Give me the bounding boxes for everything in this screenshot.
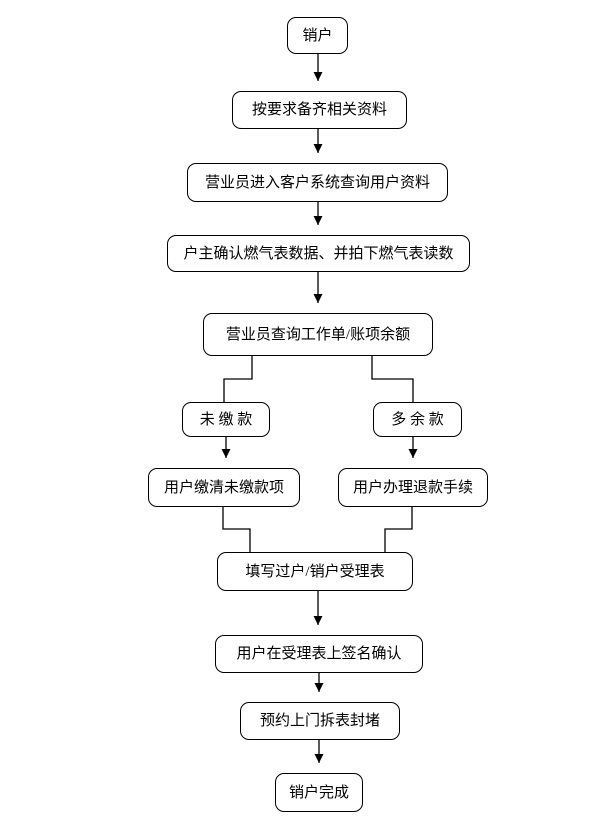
edge-branch-unpaid [223, 356, 253, 402]
edge-merge-left [222, 507, 251, 552]
flow-node-done: 销户完成 [275, 773, 363, 812]
flow-node-unpaid: 未 缴 款 [182, 402, 270, 437]
flow-node-fill-form: 填写过户/销户受理表 [217, 552, 413, 591]
flow-node-appointment: 预约上门拆表封堵 [240, 702, 400, 740]
edge-branch-surplus [371, 356, 414, 402]
flow-node-surplus: 多 余 款 [373, 402, 462, 437]
flow-node-refund: 用户办理退款手续 [338, 468, 488, 507]
flow-node-pay-unpaid: 用户缴清未缴款项 [148, 468, 300, 507]
flow-node-prepare: 按要求备齐相关资料 [232, 91, 407, 129]
edge-merge-right [384, 507, 413, 552]
flow-node-sign-form: 用户在受理表上签名确认 [215, 635, 423, 673]
flow-node-start: 销户 [287, 17, 348, 54]
flow-node-query-balance: 营业员查询工作单/账项余额 [203, 313, 433, 356]
flow-node-confirm-meter: 户主确认燃气表数据、并拍下燃气表读数 [167, 235, 470, 272]
flow-node-clerk-query: 营业员进入客户系统查询用户资料 [187, 163, 448, 202]
